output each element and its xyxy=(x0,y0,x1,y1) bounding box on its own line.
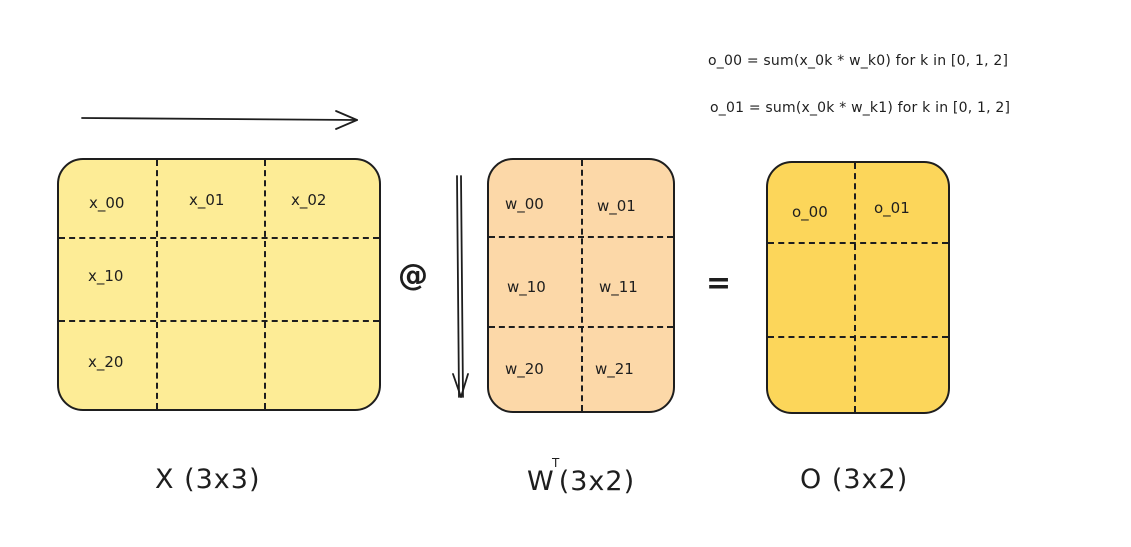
grid-line xyxy=(489,236,673,238)
row-direction-arrow xyxy=(81,110,358,130)
matrix-cell: o_00 xyxy=(792,203,828,221)
matrix-x: x_00 x_01 x_02 x_10 x_20 xyxy=(57,158,381,411)
matrix-cell: o_01 xyxy=(874,199,910,217)
column-direction-arrow xyxy=(452,175,469,398)
matrix-cell: x_01 xyxy=(189,191,225,209)
caption-o: O (3x2) xyxy=(800,464,909,495)
grid-line xyxy=(59,320,379,322)
formula-o01: o_01 = sum(x_0k * w_k1) for k in [0, 1, … xyxy=(710,100,1011,116)
grid-line xyxy=(768,242,948,244)
caption-w-superscript: T xyxy=(552,456,560,470)
grid-line xyxy=(264,160,266,409)
grid-line xyxy=(489,326,673,328)
grid-line xyxy=(581,160,583,411)
matrix-w-transpose: w_00 w_01 w_10 w_11 w_20 w_21 xyxy=(487,158,675,413)
caption-w-rest: (3x2) xyxy=(558,466,636,497)
matrix-cell: x_10 xyxy=(88,267,124,285)
grid-line xyxy=(768,336,948,338)
matrix-cell: w_01 xyxy=(597,197,636,215)
matrix-cell: x_02 xyxy=(291,191,327,209)
matrix-cell: x_20 xyxy=(88,353,124,371)
matrix-o: o_00 o_01 xyxy=(766,161,950,414)
caption-w-transpose: W(3x2) xyxy=(527,466,635,497)
formula-o00: o_00 = sum(x_0k * w_k0) for k in [0, 1, … xyxy=(708,53,1009,69)
matrix-cell: w_20 xyxy=(505,360,544,378)
matrix-cell: w_00 xyxy=(505,195,544,213)
matrix-cell: x_00 xyxy=(89,194,125,212)
caption-w-main: W xyxy=(527,466,555,497)
equals-operator: = xyxy=(706,266,732,301)
matrix-cell: w_10 xyxy=(507,278,546,296)
grid-line xyxy=(59,237,379,239)
matmul-operator: @ xyxy=(398,258,428,293)
matrix-cell: w_11 xyxy=(599,278,638,296)
caption-x: X (3x3) xyxy=(155,464,261,495)
grid-line xyxy=(156,160,158,409)
matrix-cell: w_21 xyxy=(595,360,634,378)
grid-line xyxy=(854,163,856,412)
